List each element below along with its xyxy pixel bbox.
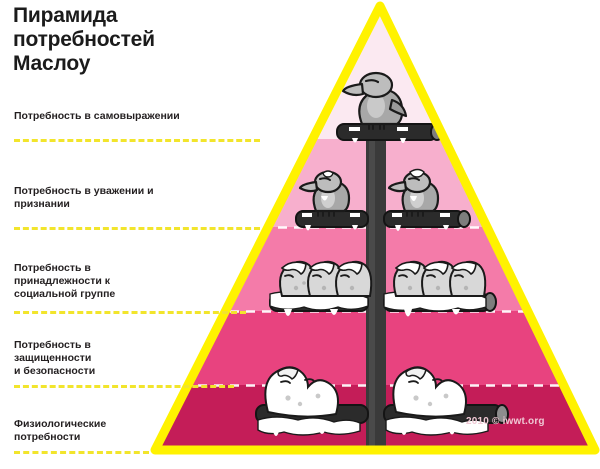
bird-level-2-right [387,168,440,217]
birds-level-4-left [257,366,361,436]
divider-line-2 [14,227,260,230]
page-title: Пирамида потребностей Маслоу [13,4,155,75]
copyright-notice: 2010 © iwwt.org [466,416,545,427]
level-label-physiological: Физиологические потребности [14,418,107,443]
birds-level-3-left [279,260,373,297]
bird-level-1 [341,71,408,130]
bird-level-2-left [298,170,351,217]
pole-and-birds [255,71,509,450]
pole [366,120,386,450]
divider-line-1 [14,139,260,142]
level-label-self-actualization: Потребность в самовыражении [14,110,180,122]
birds-level-3-right [393,260,487,297]
pole-highlight [369,120,375,450]
perch-level-3 [269,291,497,317]
band-esteem [155,139,595,227]
divider-line-5 [14,451,149,454]
divider-line-4 [14,385,234,388]
level-label-safety: Потребность в защищенности и безопасност… [14,339,96,377]
level-label-esteem: Потребность в уважении и признании [14,185,154,210]
level-label-belonging: Потребность в принадлежности к социально… [14,262,116,300]
perch-level-1 [336,123,444,143]
divider-line-3 [14,311,246,314]
perch-level-2 [295,210,471,231]
pyramid-inner-dividers [155,226,595,387]
